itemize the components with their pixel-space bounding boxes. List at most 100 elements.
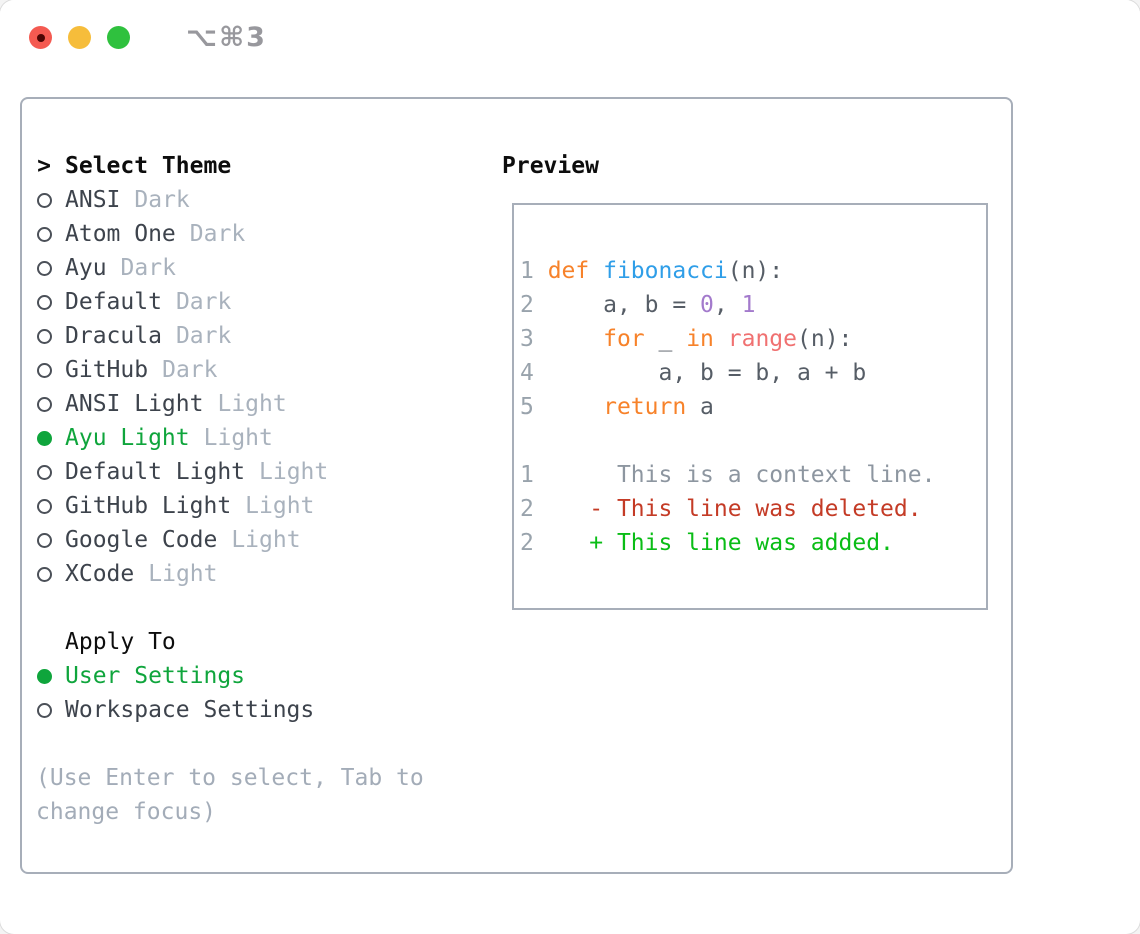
radio-unselected-icon [36,328,52,344]
theme-variant-tag: Dark [120,255,176,281]
selection-caret-icon: > [37,153,51,179]
apply-to-title: Apply To [65,629,176,655]
code-token-num: 1 [741,292,756,318]
code-token-tx [589,258,603,284]
theme-item-bullet [36,328,52,344]
theme-item-bullet [36,430,52,446]
theme-variant-tag: Dark [162,357,218,383]
titlebar: ⌥⌘3 [0,0,1140,75]
radio-unselected-icon [36,566,52,582]
zoom-button[interactable] [107,26,130,49]
select-theme-header: > Select Theme [36,149,486,183]
radio-unselected-icon [36,532,52,548]
code-line-blank [520,424,982,458]
theme-variant-tag: Dark [175,323,232,349]
code-line: 2 a, b = 0, 1 [520,288,982,322]
apply-option-bullet [36,702,52,718]
code-token-tx [548,326,603,352]
code-token-tx: a, b = b, a + b [547,360,867,386]
code-line: 4 a, b = b, a + b [520,356,982,390]
minimize-button[interactable] [68,26,91,49]
code-token-ln: 5 [520,394,548,420]
apply-option-label: User Settings [65,663,246,689]
code-token-tx: a [686,394,714,420]
code-token-ln: 1 [520,462,548,488]
code-line: 2 + This line was added. [520,526,982,560]
close-button[interactable] [29,26,52,49]
code-line: 2 - This line was deleted. [520,492,982,526]
theme-name: XCode [65,561,135,587]
theme-variant-tag: Light [231,527,301,553]
code-token-tx [548,394,603,420]
code-token-kw: in [686,326,714,352]
radio-unselected-icon [36,464,52,480]
theme-item-bullet [36,260,52,276]
code-token-tx [714,326,728,352]
code-token-num: 0 [700,292,714,318]
code-token-ln: 4 [520,360,548,386]
theme-variant-tag: Light [259,459,329,485]
code-token-ln: 2 [520,530,548,556]
theme-name: Atom One [65,221,176,247]
code-token-tx: _ [644,326,687,352]
code-token-kw: return [603,394,687,420]
code-token-tx [548,496,590,522]
code-line: 3 for _ in range(n): [520,322,982,356]
theme-item-bullet [36,566,52,582]
select-theme-title: Select Theme [65,153,232,179]
radio-selected-icon [36,668,52,684]
close-dot-icon [36,33,45,42]
theme-item-bullet [36,498,52,514]
theme-variant-tag: Light [217,391,287,417]
code-token-ln: 3 [520,326,548,352]
theme-item-default-light[interactable]: Default Light Light [36,455,486,489]
radio-unselected-icon [36,396,52,412]
code-token-tx: , [713,292,742,318]
theme-item-bullet [36,226,52,242]
code-line: 5 return a [520,390,982,424]
radio-unselected-icon [36,260,52,276]
apply-option-user-settings[interactable]: User Settings [36,659,486,693]
theme-variant-tag: Light [245,493,315,519]
code-token-tx: (n): [797,326,853,352]
code-token-ctx: This is a context line. [547,462,936,488]
code-line: 1 def fibonacci(n): [520,254,982,288]
theme-variant-tag: Dark [189,221,246,247]
theme-name: ANSI [65,187,121,213]
code-line: 1 This is a context line. [520,458,982,492]
hint-text: (Use Enter to select, Tab to change focu… [36,765,424,825]
radio-unselected-icon [36,362,52,378]
code-token-tx [548,530,590,556]
radio-selected-icon [36,430,52,446]
radio-unselected-icon [36,294,52,310]
theme-item-bullet [36,362,52,378]
code-token-add: + This line was added. [589,530,894,556]
apply-option-workspace-settings[interactable]: Workspace Settings [36,693,486,727]
code-token-fn: fibonacci [603,258,728,284]
theme-item-ansi[interactable]: ANSI Dark [36,183,486,217]
preview-title: Preview [502,153,599,179]
theme-name: Default Light [65,459,246,485]
apply-option-label: Workspace Settings [65,697,315,723]
spacer [36,591,486,625]
code-token-ln: 2 [520,496,548,522]
theme-name: Default [65,289,162,315]
theme-variant-tag: Dark [134,187,190,213]
code-token-kw: for [603,326,645,352]
theme-item-atom-one[interactable]: Atom One Dark [36,217,486,251]
